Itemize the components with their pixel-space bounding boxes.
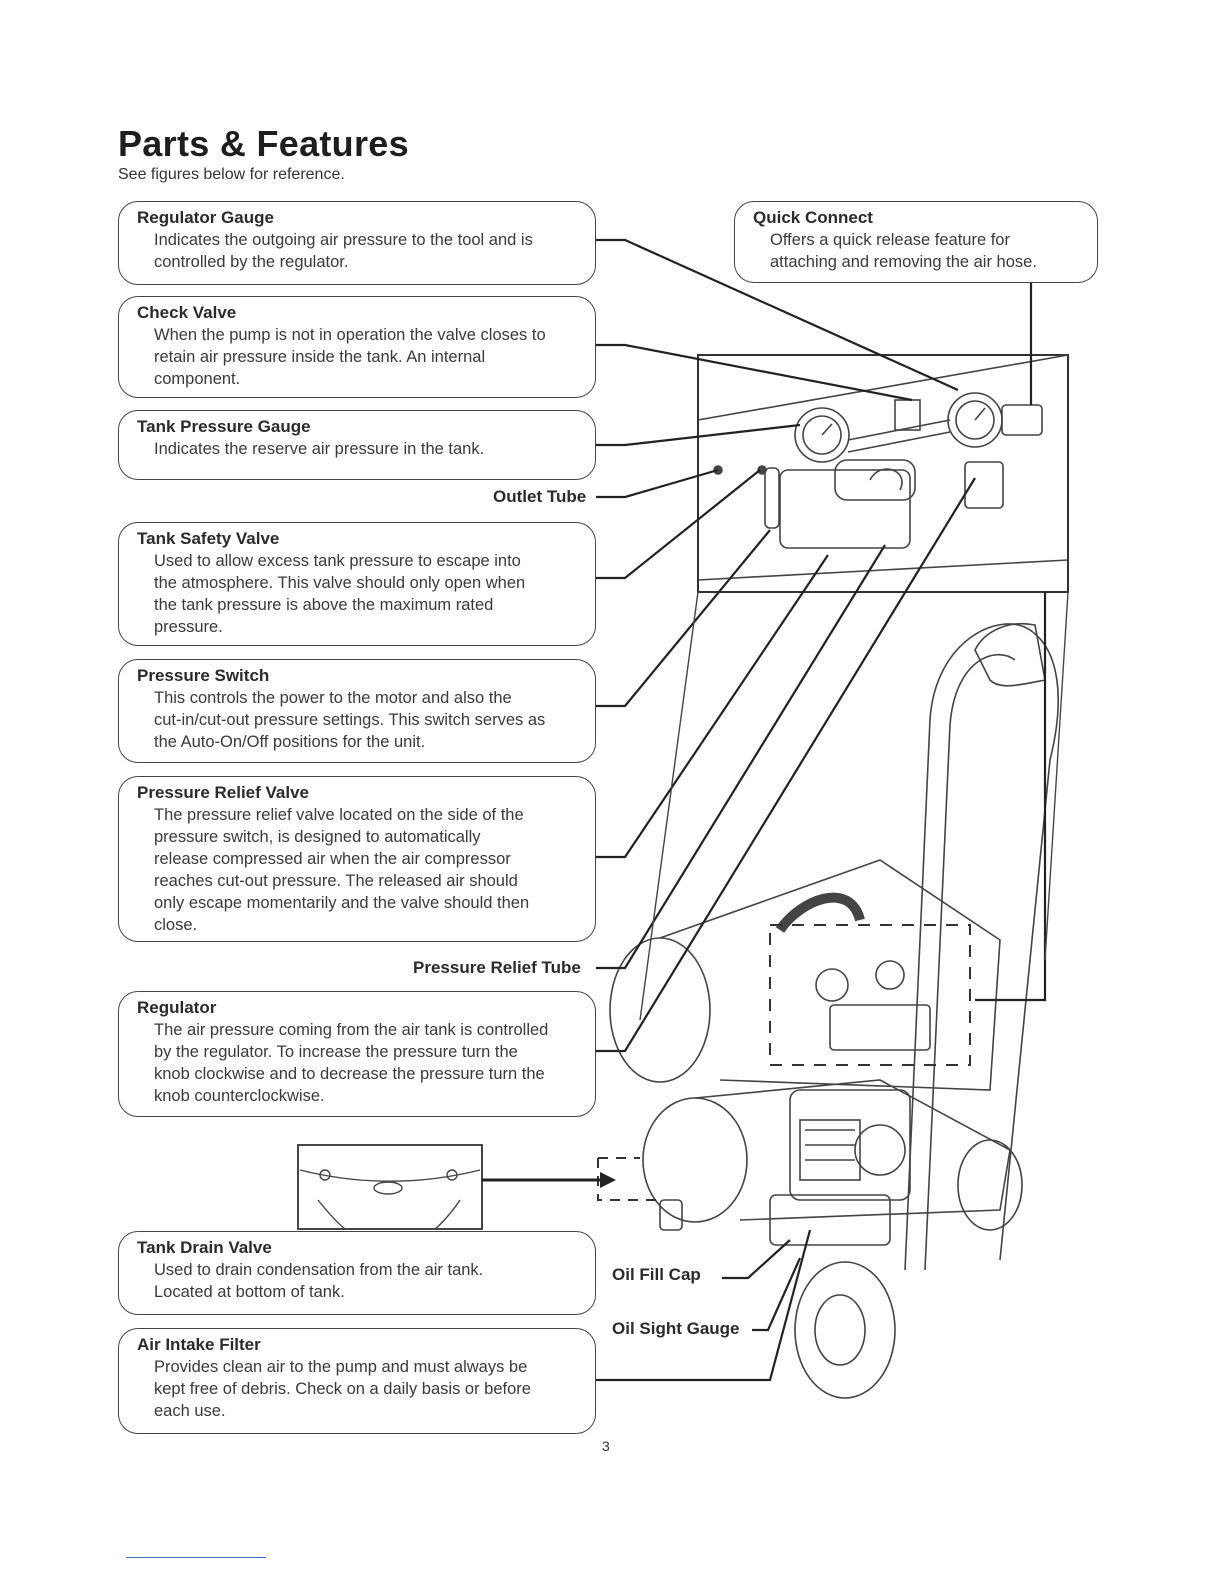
inset-connectors xyxy=(639,591,1069,1021)
label-outlet-tube: Outlet Tube xyxy=(493,487,587,506)
callout-text-line: The air pressure coming from the air tan… xyxy=(154,1021,549,1039)
footer-rule xyxy=(126,1557,266,1558)
callout-text-line: the atmosphere. This valve should only o… xyxy=(154,574,526,592)
callout-heading: Quick Connect xyxy=(753,208,873,227)
callout-tank-safety-valve: Tank Safety Valve Used to allow excess t… xyxy=(118,522,596,646)
callout-text-line: the tank pressure is above the maximum r… xyxy=(154,596,494,614)
callout-regulator-gauge: Regulator Gauge Indicates the outgoing a… xyxy=(118,201,596,285)
page-number: 3 xyxy=(602,1438,610,1454)
callout-text-line: Offers a quick release feature for xyxy=(770,231,1010,249)
leader-lines xyxy=(596,238,1047,1382)
callout-text-line: When the pump is not in operation the va… xyxy=(154,326,546,344)
callout-text-line: This controls the power to the motor and… xyxy=(154,689,512,707)
callout-text-line: by the regulator. To increase the pressu… xyxy=(154,1043,518,1061)
page-subtitle: See figures below for reference. xyxy=(118,166,345,183)
callout-heading: Pressure Relief Valve xyxy=(137,783,310,802)
callout-heading: Tank Safety Valve xyxy=(137,529,280,548)
callout-heading: Regulator xyxy=(137,998,217,1017)
callout-text-line: Provides clean air to the pump and must … xyxy=(154,1358,528,1376)
callout-heading: Check Valve xyxy=(137,303,237,322)
callout-text-line: pressure switch, is designed to automati… xyxy=(154,828,481,846)
dashed-drain-box xyxy=(597,1157,660,1201)
callout-text-line: pressure. xyxy=(154,618,223,636)
callout-tank-drain-valve: Tank Drain Valve Used to drain condensat… xyxy=(118,1231,596,1315)
label-oil-fill-cap: Oil Fill Cap xyxy=(612,1265,701,1284)
dashed-detail-box xyxy=(769,924,971,1066)
callout-text-line: Located at bottom of tank. xyxy=(154,1283,345,1301)
callout-text-line: close. xyxy=(154,916,198,934)
callout-text-line: Indicates the reserve air pressure in th… xyxy=(154,440,485,458)
callout-text-line: The pressure relief valve located on the… xyxy=(154,806,524,824)
inset-frame xyxy=(697,354,1069,593)
callout-tank-pressure-gauge: Tank Pressure Gauge Indicates the reserv… xyxy=(118,410,596,480)
callout-text-line: each use. xyxy=(154,1402,226,1420)
callout-text-line: retain air pressure inside the tank. An … xyxy=(154,348,486,366)
callout-text-line: cut-in/cut-out pressure settings. This s… xyxy=(154,711,546,729)
callout-pressure-switch: Pressure Switch This controls the power … xyxy=(118,659,596,763)
callout-text-line: Used to drain condensation from the air … xyxy=(154,1261,484,1279)
inset-detail xyxy=(697,354,1069,581)
callout-text-line: the Auto-On/Off positions for the unit. xyxy=(154,733,426,751)
callout-text-line: only escape momentarily and the valve sh… xyxy=(154,894,530,912)
label-pressure-relief-tube: Pressure Relief Tube xyxy=(413,958,581,977)
callout-text-line: release compressed air when the air comp… xyxy=(154,850,511,868)
callout-air-intake-filter: Air Intake Filter Provides clean air to … xyxy=(118,1328,596,1434)
callout-text-line: reaches cut-out pressure. The released a… xyxy=(154,872,518,890)
callout-text-line: knob clockwise and to decrease the press… xyxy=(154,1065,545,1083)
callout-text-line: knob counterclockwise. xyxy=(154,1087,325,1105)
compressor-body xyxy=(609,623,1059,1399)
callout-heading: Tank Drain Valve xyxy=(137,1238,272,1257)
callout-check-valve: Check Valve When the pump is not in oper… xyxy=(118,296,596,398)
drain-inset-frame xyxy=(297,1144,483,1230)
callout-regulator: Regulator The air pressure coming from t… xyxy=(118,991,596,1117)
callout-text-line: component. xyxy=(154,370,241,388)
callout-heading: Air Intake Filter xyxy=(137,1335,261,1354)
drain-arrow-head xyxy=(600,1172,616,1188)
callout-text-line: Indicates the outgoing air pressure to t… xyxy=(154,231,533,249)
callout-heading: Pressure Switch xyxy=(137,666,270,685)
callout-pressure-relief-valve: Pressure Relief Valve The pressure relie… xyxy=(118,776,596,942)
callout-quick-connect: Quick Connect Offers a quick release fea… xyxy=(734,201,1098,283)
page-title: Parts & Features xyxy=(118,123,409,164)
label-oil-sight-gauge: Oil Sight Gauge xyxy=(612,1319,740,1338)
callout-text-line: controlled by the regulator. xyxy=(154,253,349,271)
callout-heading: Tank Pressure Gauge xyxy=(137,417,311,436)
callout-text-line: Used to allow excess tank pressure to es… xyxy=(154,552,521,570)
callout-text-line: attaching and removing the air hose. xyxy=(770,253,1037,271)
callout-text-line: kept free of debris. Check on a daily ba… xyxy=(154,1380,531,1398)
callout-heading: Regulator Gauge xyxy=(137,208,274,227)
